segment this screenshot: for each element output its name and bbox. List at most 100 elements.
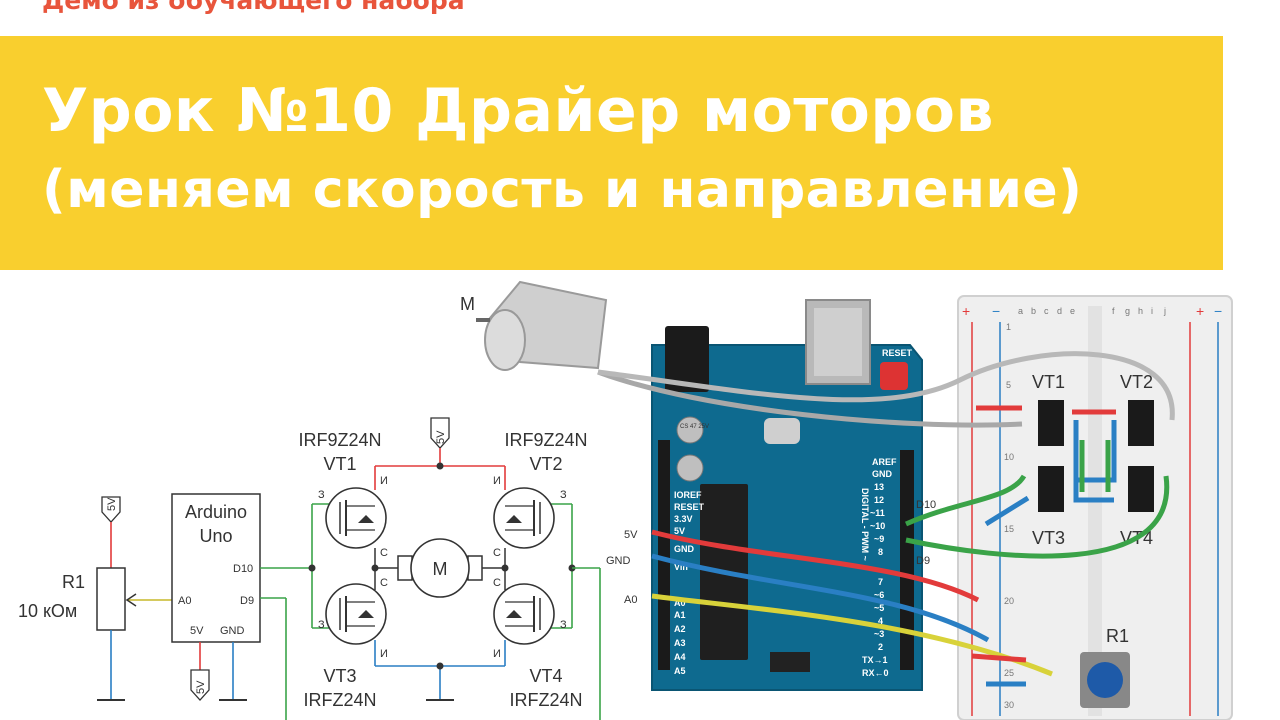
bb-letter-f: f (1112, 306, 1115, 316)
motor-label: M (460, 294, 475, 314)
board-3v3: 3.3V (674, 514, 693, 524)
vt1-source-pin: И (380, 475, 388, 487)
board-gnd: GND (872, 469, 893, 479)
bb-label-vt2: VT2 (1120, 372, 1153, 392)
bb-label-vt1: VT1 (1032, 372, 1065, 392)
bb-label-vt3: VT3 (1032, 528, 1065, 548)
board-a4: A4 (674, 652, 686, 662)
bb-letter-i: i (1151, 306, 1153, 316)
vt1-part: IRF9Z24N (298, 430, 381, 450)
wire-d10 (904, 474, 1027, 527)
transistor-vt4 (493, 583, 555, 645)
bb-row-30: 30 (1004, 700, 1014, 710)
wire-a0 (651, 593, 1053, 677)
board-reset2: RESET (674, 502, 705, 512)
vt2-source-pin: И (493, 475, 501, 487)
supply-flag-arduino (190, 669, 210, 701)
lesson-title: Урок №10 Драйер моторов (42, 76, 994, 146)
vt3-ref: VT3 (323, 666, 356, 686)
icsp-header (770, 652, 810, 672)
photo-label-5v: 5V (624, 529, 638, 541)
cap-text: CS 47 25V (680, 424, 709, 430)
arduino-pin-gnd: GND (220, 625, 245, 637)
rail-plus-left: + (962, 303, 970, 319)
bb-pot-knob (1087, 662, 1123, 698)
rail-minus-right: − (1214, 303, 1222, 319)
bb-letter-b: b (1031, 306, 1036, 316)
arduino-pin-a0: A0 (178, 595, 191, 607)
vt4-source-pin: И (493, 648, 501, 660)
arduino-board: RESET CS 47 25V AREF GND DIGITAL - PWM ~… (651, 299, 923, 691)
rail-minus-left: − (992, 303, 1000, 319)
power-header (658, 440, 670, 670)
board-p11: ~11 (870, 508, 885, 518)
board-p7: 7 (878, 577, 883, 587)
vt3-drain-pin: С (380, 577, 388, 589)
arduino-pin-d10: D10 (233, 563, 253, 575)
photo-label-gnd: GND (606, 555, 631, 567)
board-a3: A3 (674, 638, 686, 648)
bb-letter-a: a (1018, 306, 1023, 316)
board-digital: DIGITAL - PWM ~ (860, 488, 870, 561)
title-banner (0, 36, 1223, 270)
resistor-body (96, 567, 126, 631)
board-5v: 5V (674, 526, 685, 536)
reset-button (880, 362, 908, 390)
arduino-pin-5v: 5V (190, 625, 204, 637)
board-p2: 2 (878, 642, 883, 652)
wire-gnd (651, 553, 990, 643)
digital-header (900, 450, 914, 670)
vt1-gate-pin: З (318, 489, 325, 501)
rail-plus-right: + (1196, 303, 1204, 319)
board-p8: 8 (878, 547, 883, 557)
arduino-block: Arduino Uno A0 D10 D9 5V GND 5V (171, 493, 261, 701)
vt4-part: IRFZ24N (509, 690, 582, 710)
bb-transistor-vt4 (1128, 466, 1154, 512)
arduino-name-2: Uno (199, 526, 232, 546)
wiring-illustration: RESET CS 47 25V AREF GND DIGITAL - PWM ~… (460, 280, 1233, 720)
board-p0: RX←0 (862, 668, 889, 678)
transistor-vt1 (325, 487, 387, 549)
board-p9: ~9 (874, 534, 884, 544)
bb-row-1: 1 (1006, 322, 1011, 332)
crystal (764, 418, 800, 444)
photo-label-a0: A0 (624, 594, 637, 606)
bb-letter-h: h (1138, 306, 1143, 316)
transistor-vt2 (493, 487, 555, 549)
supply-label-bridge: 5V (435, 430, 447, 444)
vt1-drain-pin: С (380, 547, 388, 559)
bb-label-r1: R1 (1106, 626, 1129, 646)
bb-row-10: 10 (1004, 452, 1014, 462)
schematic: 5V R1 10 кОм Arduino Uno A0 D10 D9 5V GN… (18, 417, 601, 720)
capacitor-1 (676, 416, 704, 444)
r1-value: 10 кОм (18, 601, 77, 621)
bb-row-25: 25 (1004, 668, 1014, 678)
board-a2: A2 (674, 624, 686, 634)
board-p13: 13 (874, 482, 884, 492)
board-a0: A0 (674, 598, 686, 608)
supply-flag-r1 (101, 496, 121, 523)
arduino-pin-d9: D9 (240, 595, 254, 607)
bb-letter-g: g (1125, 306, 1130, 316)
transistor-vt3 (325, 583, 387, 645)
wire-d9 (905, 475, 1170, 559)
board-gnd2: GND (674, 544, 695, 554)
motor-symbol (410, 538, 470, 598)
vt3-part: IRFZ24N (303, 690, 376, 710)
potentiometer-r1: 5V R1 10 кОм (18, 496, 172, 701)
vt2-drain-pin: С (493, 547, 501, 559)
vt3-gate-pin: З (318, 619, 325, 631)
supply-label-r1: 5V (106, 497, 118, 511)
r1-ref: R1 (62, 572, 85, 592)
vt4-ref: VT4 (529, 666, 562, 686)
top-caption: Демо из обучающего набора (42, 0, 465, 15)
board-reset-label: RESET (882, 348, 913, 358)
board-p5: ~5 (874, 603, 884, 613)
lesson-subtitle: (меняем скорость и направление) (42, 160, 1083, 220)
vt2-ref: VT2 (529, 454, 562, 474)
vt2-gate-pin: З (560, 489, 567, 501)
bb-letter-j: j (1163, 306, 1166, 316)
vt1-ref: VT1 (323, 454, 356, 474)
bb-row-15: 15 (1004, 524, 1014, 534)
